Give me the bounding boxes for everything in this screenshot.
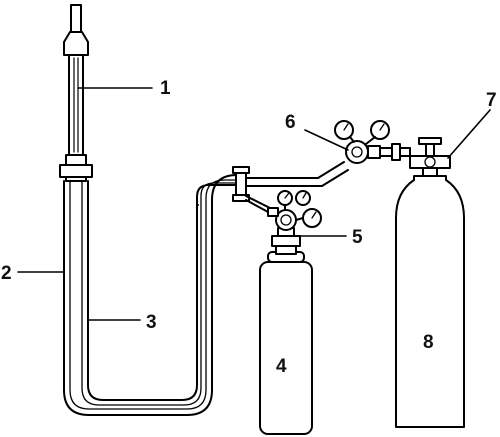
lance-pipe: [59, 4, 93, 182]
label-3: 3: [146, 312, 157, 333]
u-pipe: [63, 174, 243, 416]
label-6: 6: [285, 112, 296, 133]
label-8: 8: [423, 332, 434, 353]
callout-labels: 1 2 3 4 5 6 7 8: [1, 78, 497, 377]
leader-lines: [17, 87, 491, 321]
small-cylinder: [259, 245, 313, 435]
leader-6: [304, 129, 349, 151]
large-cylinder: [395, 175, 465, 428]
valve-7: [409, 137, 451, 177]
t-junction: [232, 161, 349, 213]
leader-7: [447, 109, 491, 159]
label-2: 2: [1, 263, 12, 284]
regulator-6: [334, 120, 411, 164]
label-1: 1: [160, 78, 171, 99]
regulator-5: [267, 190, 322, 247]
label-5: 5: [352, 227, 363, 248]
label-7: 7: [486, 90, 497, 111]
label-4: 4: [276, 356, 287, 377]
